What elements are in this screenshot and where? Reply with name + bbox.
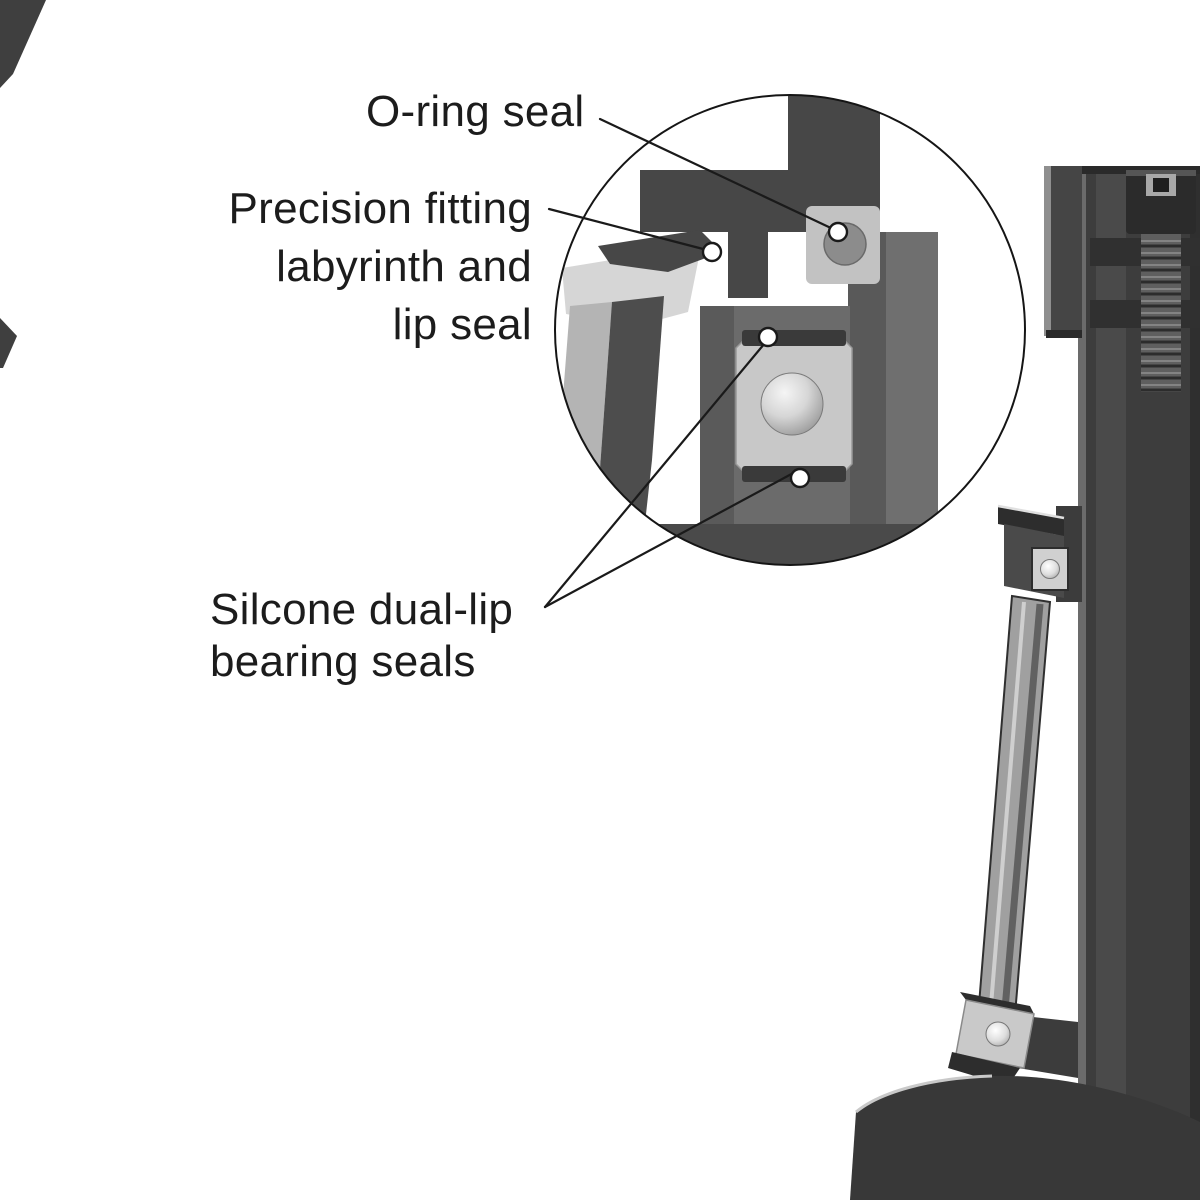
leader-oring (598, 117, 835, 231)
magnifier-detail-view (554, 94, 1026, 566)
label-oring-seal: O-ring seal (366, 87, 585, 136)
lower-bearing (948, 992, 1078, 1086)
label-silicone-line1: Silcone dual-lip (210, 585, 514, 634)
left-edge-fragment (0, 318, 17, 368)
label-silicone-line2: bearing seals (210, 637, 476, 686)
lower-bearing-cap (960, 992, 1034, 1014)
upper-bearing-ball (1040, 559, 1060, 579)
label-precision-fitting: Precision fitting labyrinth and lip seal (0, 180, 532, 354)
bolt-thread-highlights (1141, 240, 1181, 386)
magnifier-circle-outline (554, 94, 1026, 566)
bearing-seal-top (742, 330, 846, 346)
callout-point-seal-top (757, 326, 779, 348)
label-precision-line3: lip seal (392, 300, 532, 349)
upper-bearing (997, 504, 1082, 602)
label-precision-line2: labyrinth and (276, 242, 532, 291)
leader-lines (543, 117, 835, 609)
leader-precision (547, 207, 709, 252)
machine-side-view (850, 166, 1200, 1200)
labyrinth-lip-seal (598, 230, 722, 272)
lower-bearing-ball (985, 1021, 1011, 1047)
callout-point-oring (827, 221, 849, 243)
shell-dark-wall (596, 296, 664, 532)
bolt-head (1126, 170, 1196, 234)
support-strut (974, 594, 1052, 1052)
edge-fragment-group (0, 0, 46, 368)
bolt-threads (1141, 244, 1181, 392)
clamp-bolt (1090, 170, 1200, 392)
leader-silicone-bottom (543, 469, 799, 609)
callout-markers (701, 221, 849, 489)
cutaway-cross-section (555, 95, 1025, 565)
top-left-fragment (0, 0, 46, 88)
callout-point-labyrinth (701, 241, 723, 263)
callout-point-seal-bottom (789, 467, 811, 489)
upper-bearing-cap (998, 506, 1064, 536)
bearing-ball (760, 372, 824, 436)
label-precision-line1: Precision fitting (228, 184, 532, 233)
upper-bearing-race (1031, 547, 1069, 591)
leader-silicone-top (543, 341, 767, 609)
motor-dome (850, 1074, 1200, 1200)
label-silicone-seals: Silcone dual-lip bearing seals (210, 584, 513, 688)
